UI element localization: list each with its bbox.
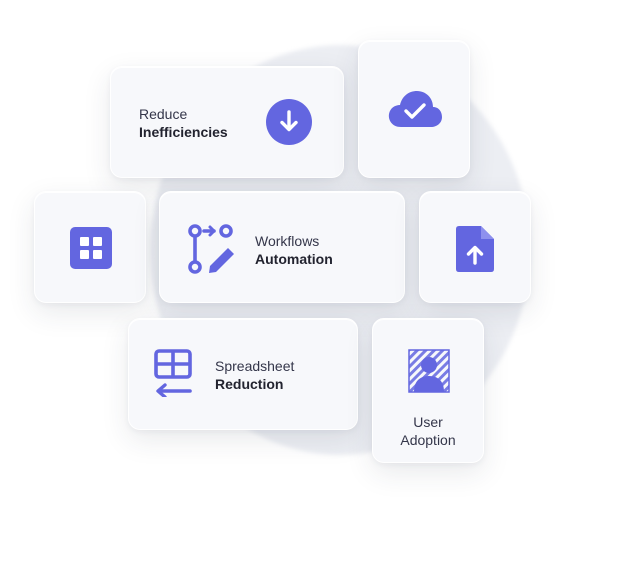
user-label: User Adoption: [373, 413, 483, 449]
card-reduce-inefficiencies[interactable]: Reduce Inefficiencies: [110, 66, 344, 178]
spreadsheet-label-line1: Spreadsheet: [215, 358, 295, 374]
card-grid[interactable]: [34, 191, 146, 303]
reduce-label-line2: Inefficiencies: [139, 124, 228, 140]
reduce-label-line1: Reduce: [139, 106, 188, 122]
git-branch-edit-icon: [188, 224, 234, 274]
workflows-label: Workflows Automation: [255, 232, 333, 268]
grid-icon: [70, 227, 112, 269]
reduce-label: Reduce Inefficiencies: [139, 105, 228, 141]
table-arrow-icon: [154, 349, 192, 397]
card-spreadsheet-reduction[interactable]: Spreadsheet Reduction: [128, 318, 358, 430]
user-frame-icon: [408, 349, 450, 393]
spreadsheet-label: Spreadsheet Reduction: [215, 357, 294, 393]
cloud-check-icon: [388, 91, 442, 127]
card-cloud-check[interactable]: [358, 40, 470, 178]
card-user-adoption[interactable]: User Adoption: [372, 318, 484, 463]
workflows-label-line2: Automation: [255, 251, 333, 267]
card-file-upload[interactable]: [419, 191, 531, 303]
arrow-down-circle-icon: [266, 99, 312, 145]
user-label-line2: Adoption: [400, 432, 456, 448]
file-upload-icon: [456, 226, 494, 272]
spreadsheet-label-line2: Reduction: [215, 376, 284, 392]
card-workflows-automation[interactable]: Workflows Automation: [159, 191, 405, 303]
workflows-label-line1: Workflows: [255, 233, 320, 249]
user-label-line1: User: [413, 414, 443, 430]
